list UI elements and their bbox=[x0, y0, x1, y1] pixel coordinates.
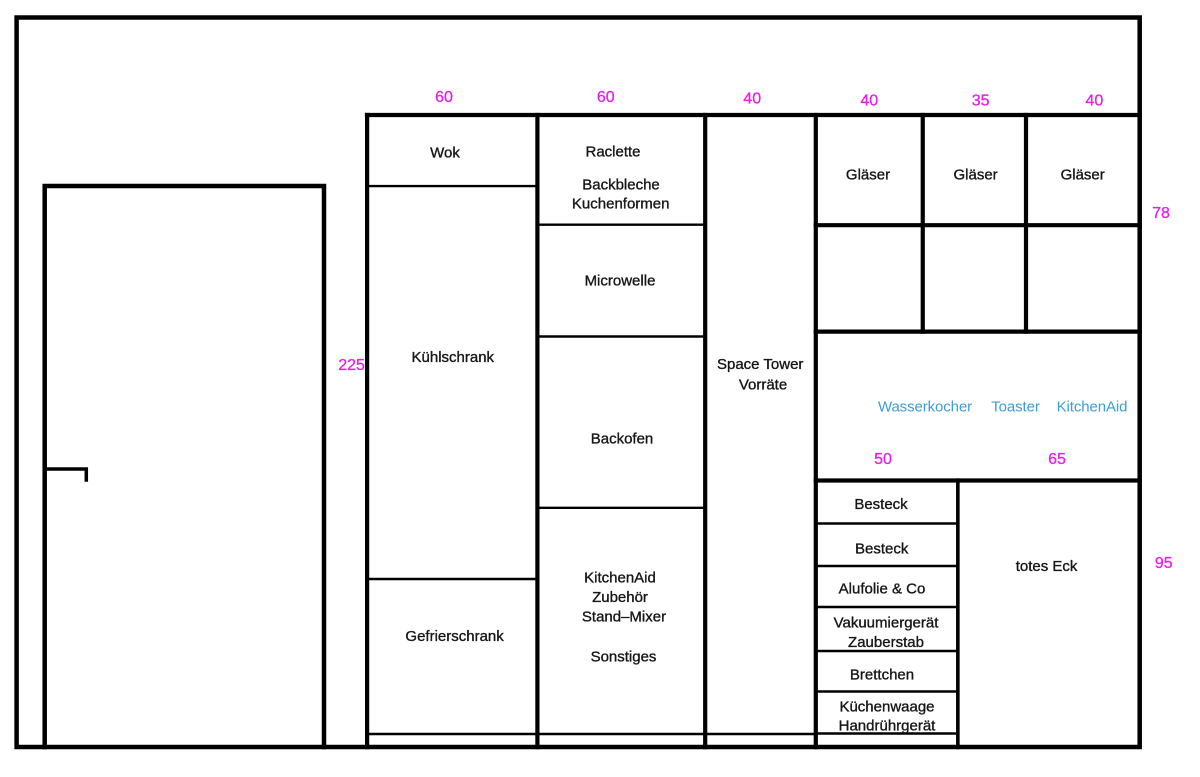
svg-text:Raclette: Raclette bbox=[585, 143, 640, 160]
svg-text:40: 40 bbox=[860, 92, 878, 109]
svg-text:Küchenwaage: Küchenwaage bbox=[839, 699, 934, 716]
svg-text:Sonstiges: Sonstiges bbox=[591, 648, 657, 665]
svg-text:Toaster: Toaster bbox=[991, 398, 1040, 415]
svg-text:50: 50 bbox=[874, 451, 892, 468]
svg-text:95: 95 bbox=[1155, 555, 1173, 572]
svg-text:Kühlschrank: Kühlschrank bbox=[412, 349, 495, 366]
svg-text:Besteck: Besteck bbox=[855, 540, 909, 557]
svg-text:78: 78 bbox=[1152, 205, 1170, 222]
svg-text:Stand–Mixer: Stand–Mixer bbox=[582, 609, 666, 626]
svg-text:Handrührgerät: Handrührgerät bbox=[839, 717, 937, 734]
svg-text:Gefrierschrank: Gefrierschrank bbox=[405, 628, 504, 645]
svg-text:60: 60 bbox=[435, 89, 453, 106]
svg-text:Space Tower: Space Tower bbox=[717, 356, 803, 373]
svg-text:Zauberstab: Zauberstab bbox=[848, 634, 924, 651]
svg-text:40: 40 bbox=[743, 90, 761, 107]
svg-text:KitchenAid: KitchenAid bbox=[584, 569, 656, 586]
svg-text:Brettchen: Brettchen bbox=[850, 667, 914, 684]
svg-text:40: 40 bbox=[1086, 92, 1104, 109]
svg-text:35: 35 bbox=[972, 92, 990, 109]
svg-text:Backofen: Backofen bbox=[591, 430, 654, 447]
svg-text:Microwelle: Microwelle bbox=[585, 272, 656, 289]
svg-text:Backbleche: Backbleche bbox=[582, 176, 660, 193]
svg-text:Vorräte: Vorräte bbox=[739, 376, 787, 393]
svg-text:Wasserkocher: Wasserkocher bbox=[878, 398, 972, 415]
svg-text:Kuchenformen: Kuchenformen bbox=[572, 195, 670, 212]
svg-text:Vakuumiergerät: Vakuumiergerät bbox=[834, 615, 940, 632]
svg-text:KitchenAid: KitchenAid bbox=[1057, 398, 1128, 415]
svg-text:65: 65 bbox=[1048, 451, 1066, 468]
svg-text:Gläser: Gläser bbox=[846, 167, 890, 184]
svg-text:Zubehör: Zubehör bbox=[592, 589, 648, 606]
svg-text:60: 60 bbox=[597, 89, 615, 106]
svg-text:Wok: Wok bbox=[430, 144, 460, 161]
svg-text:totes Eck: totes Eck bbox=[1016, 558, 1078, 575]
svg-text:Gläser: Gläser bbox=[954, 167, 998, 184]
svg-text:225: 225 bbox=[338, 357, 365, 374]
svg-text:Besteck: Besteck bbox=[854, 496, 908, 513]
svg-text:Alufolie & Co: Alufolie & Co bbox=[839, 580, 926, 597]
svg-text:Gläser: Gläser bbox=[1061, 167, 1105, 184]
